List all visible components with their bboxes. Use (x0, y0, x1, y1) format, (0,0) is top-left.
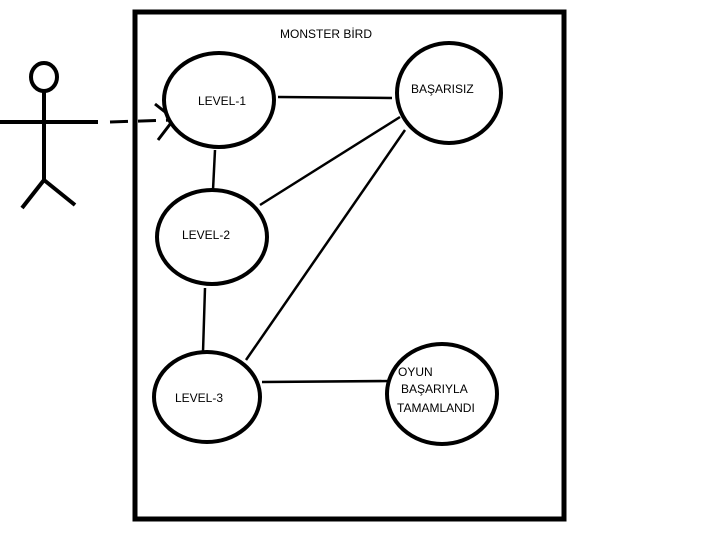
use-case-failure-label: BAŞARISIZ (411, 82, 474, 96)
line-level3-success (261, 379, 391, 384)
system-title: MONSTER BİRD (280, 27, 372, 41)
use-case-failure (395, 41, 503, 145)
use-case-success-label-line1: OYUN (398, 365, 433, 379)
stick-figure-actor-icon (0, 61, 98, 210)
use-case-level2-label: LEVEL-2 (182, 228, 230, 242)
use-case-success-label-line3: TAMAMLANDI (397, 401, 475, 415)
line-level3-basarisiz (244, 129, 407, 361)
system-boundary (132, 9, 567, 522)
line-level2-basarisiz (259, 115, 401, 207)
line-level1-basarisiz (277, 95, 393, 100)
use-case-level2 (155, 188, 269, 286)
use-case-success (385, 342, 499, 446)
use-case-level1 (162, 51, 276, 149)
use-case-level3-label: LEVEL-3 (175, 391, 223, 405)
use-case-level3 (152, 350, 262, 444)
use-case-level1-label: LEVEL-1 (198, 94, 246, 108)
use-case-success-label-line2: BAŞARIYLA (401, 382, 468, 396)
line-level2-level3 (201, 287, 207, 353)
connection-lines (201, 95, 407, 384)
line-level1-level2 (211, 149, 217, 191)
